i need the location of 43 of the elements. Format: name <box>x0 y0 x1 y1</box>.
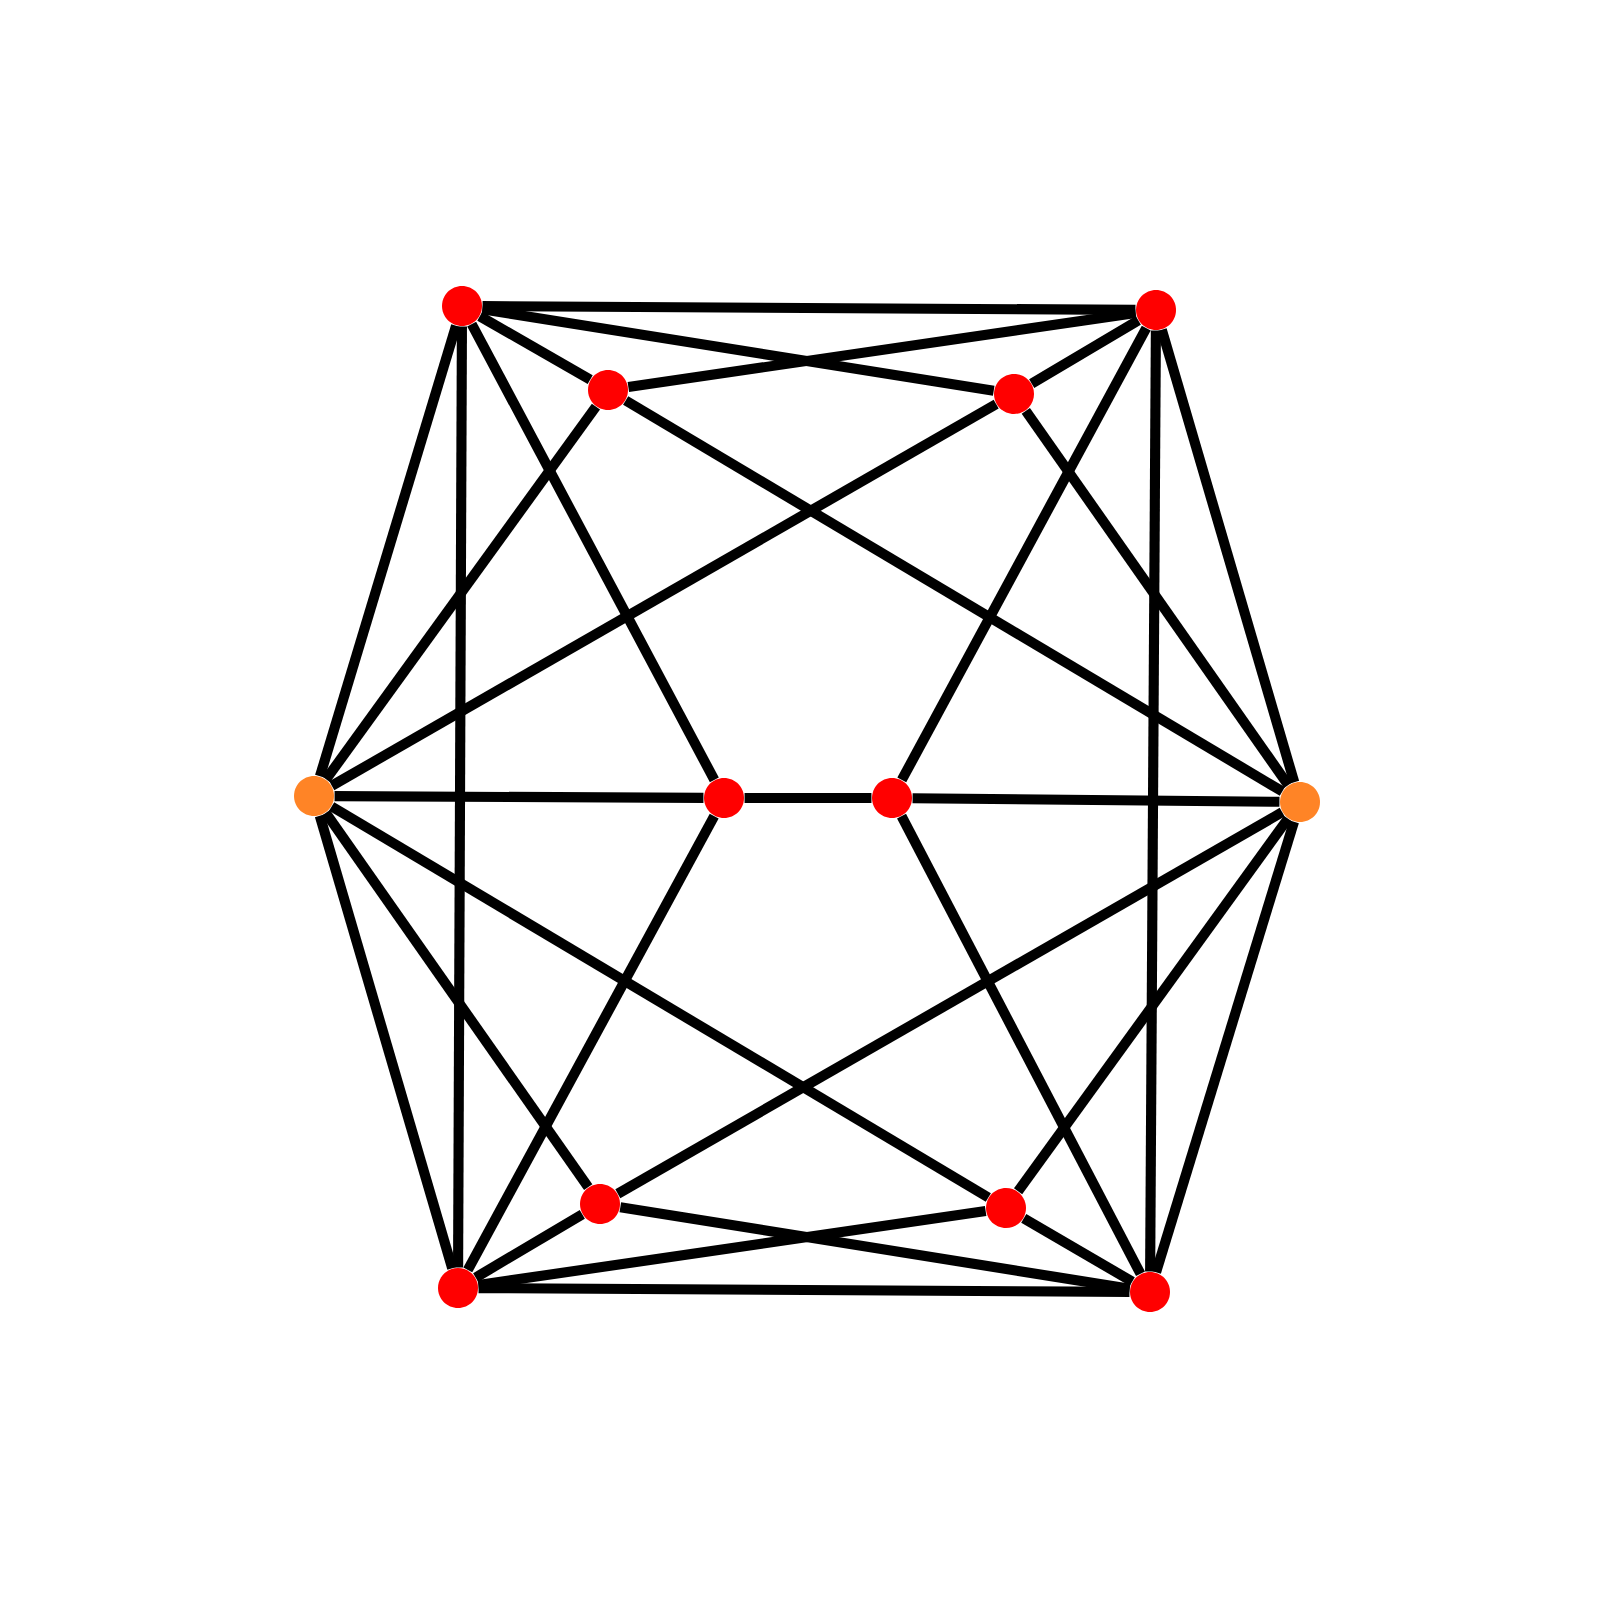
vertex-dot <box>704 778 744 818</box>
vertex-dot <box>438 1268 478 1308</box>
vertex-dot <box>994 374 1034 414</box>
graph-edge <box>477 311 593 385</box>
graph-edge <box>481 304 995 396</box>
graph-edge <box>1013 815 1293 1195</box>
graph-edge <box>1021 407 1293 789</box>
vertex-dot <box>580 1184 620 1224</box>
graph-edge <box>329 802 991 1202</box>
graph-edge <box>321 403 601 783</box>
graph-edge <box>334 791 704 803</box>
graph-edge <box>897 325 1151 783</box>
graph-edge <box>315 324 461 778</box>
vertex-dot <box>588 370 628 410</box>
graph-edge <box>897 813 1145 1277</box>
graph-edge <box>482 301 1136 315</box>
graph-edge <box>453 326 467 1268</box>
graph-edge <box>1156 328 1300 784</box>
graph-edge <box>619 1202 1131 1294</box>
graph-edge <box>314 814 458 1270</box>
graph-edge <box>1021 1214 1135 1286</box>
vertex-dot <box>872 778 912 818</box>
graph-edge <box>623 396 1285 796</box>
vertex-dot <box>1136 290 1176 330</box>
graph-edge <box>1029 316 1141 388</box>
graph-edge <box>615 807 1285 1199</box>
graph-edge <box>1145 330 1161 1272</box>
vertex-dot <box>1130 1272 1170 1312</box>
graph-edge <box>744 792 872 804</box>
graph-edge <box>478 1283 1130 1297</box>
graph-edge <box>473 1210 585 1282</box>
graph-edge <box>329 399 999 791</box>
vertex-dot <box>294 776 334 816</box>
graph-edge <box>912 793 1280 807</box>
graph-edge <box>477 1205 987 1291</box>
graph-edge <box>467 321 719 783</box>
graph-edge <box>321 809 593 1191</box>
graph-edge <box>627 307 1137 393</box>
vertex-dot <box>1280 782 1320 822</box>
graph-edge <box>1151 820 1299 1274</box>
vertex-dot <box>442 286 482 326</box>
graph-edge <box>463 813 719 1273</box>
vertex-dot <box>986 1188 1026 1228</box>
